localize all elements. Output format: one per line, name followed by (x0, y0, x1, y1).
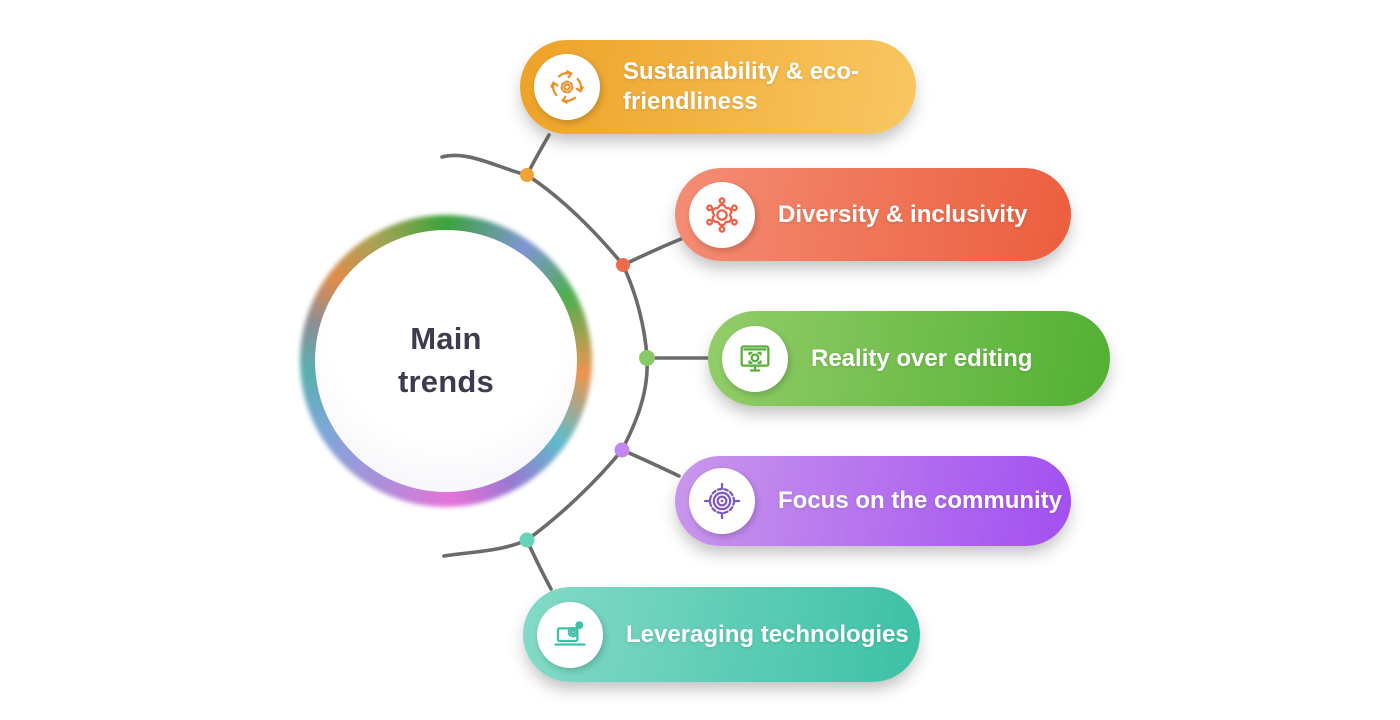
laptop-gears-icon (537, 601, 603, 668)
trend-pill-diversity: Diversity & inclusivity (675, 168, 1071, 261)
trend-label: Reality over editing (811, 344, 1033, 372)
trend-pill-reality: Reality over editing (708, 311, 1110, 406)
branch-dot-3 (639, 350, 655, 366)
trend-label: Diversity & inclusivity (778, 200, 1028, 228)
trend-label: Leveraging technologies (626, 620, 909, 648)
center-inner: Main trends (315, 230, 577, 492)
branch-line-5 (525, 538, 553, 591)
branch-line-2 (621, 237, 683, 267)
monitor-face-icon (722, 325, 788, 392)
branch-dot-1 (520, 168, 534, 182)
center-label: Main trends (398, 321, 494, 399)
branch-line-4 (620, 448, 681, 478)
center-node: Main trends (300, 215, 592, 507)
trend-label: Sustainability & eco-friendliness (623, 58, 860, 115)
recycle-gear-icon (534, 54, 600, 120)
trend-pill-sustainability: Sustainability & eco-friendliness (520, 40, 916, 134)
target-icon (689, 468, 755, 534)
trend-label: Focus on the community (778, 487, 1063, 515)
branch-dot-5 (519, 532, 535, 548)
diversity-people-icon (689, 181, 755, 248)
trend-pill-technologies: Leveraging technologies (523, 587, 920, 682)
branch-dot-2 (616, 258, 630, 272)
trend-pill-community: Focus on the community (675, 456, 1071, 546)
branch-dot-4 (614, 442, 630, 458)
